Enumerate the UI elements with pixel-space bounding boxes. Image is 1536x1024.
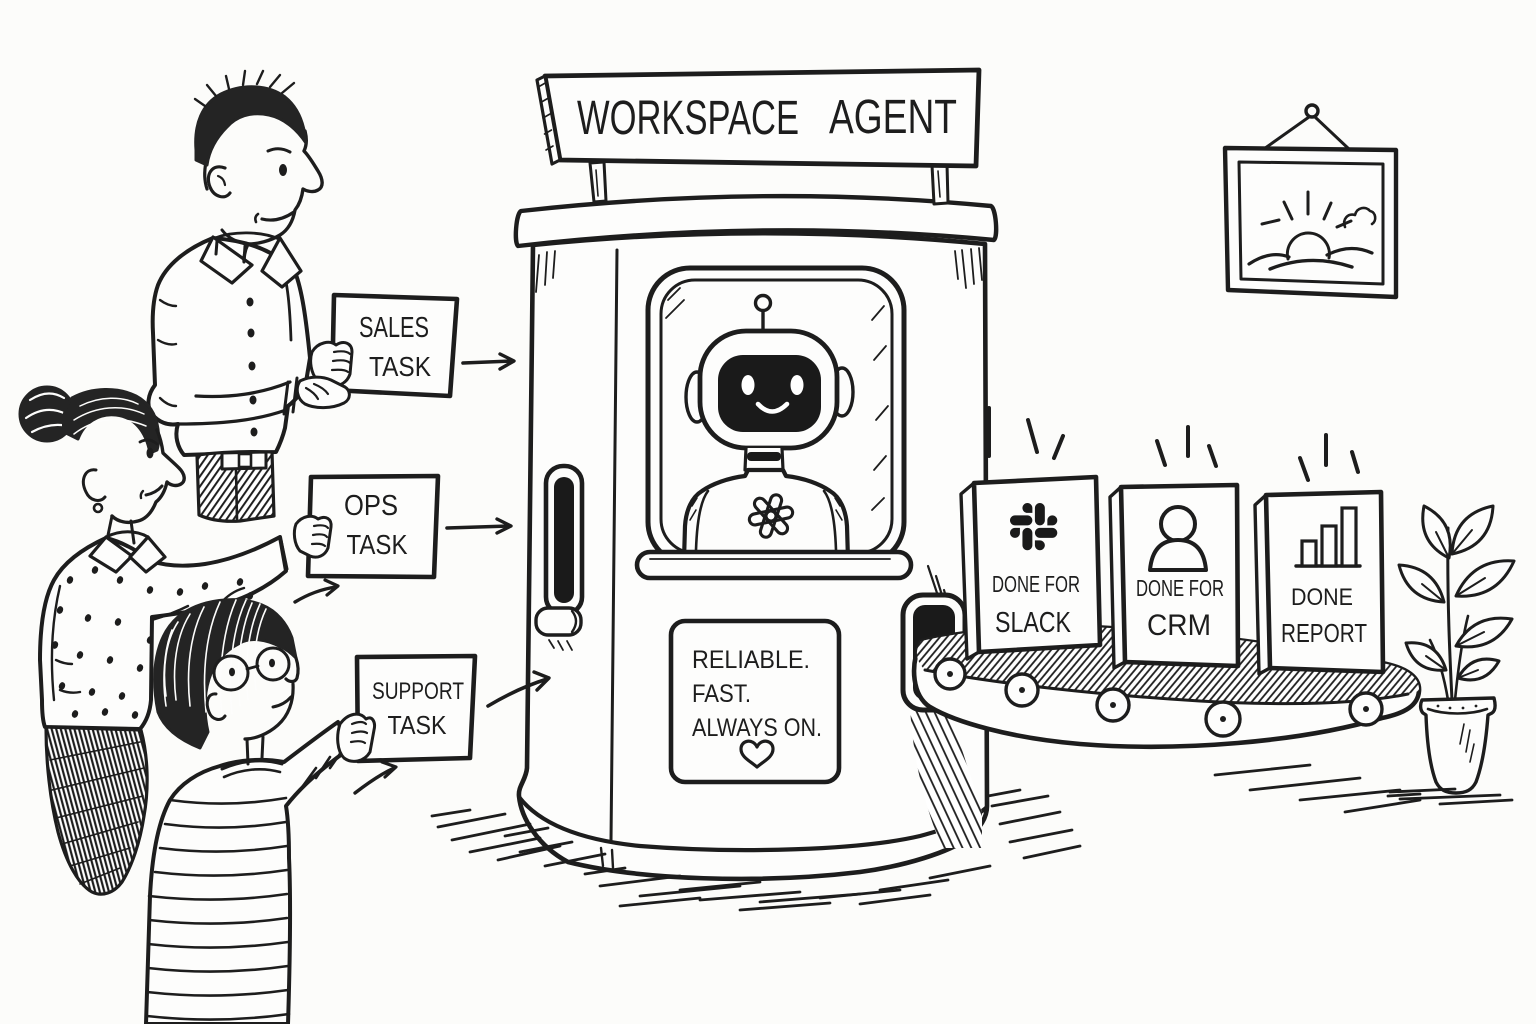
svg-text:AGENT: AGENT: [829, 91, 957, 144]
svg-text:TASK: TASK: [369, 351, 431, 382]
svg-text:DONE: DONE: [1291, 584, 1353, 611]
svg-text:CRM: CRM: [1147, 609, 1211, 642]
svg-text:SALES: SALES: [359, 312, 429, 344]
svg-text:OPS: OPS: [344, 490, 398, 522]
svg-text:SUPPORT: SUPPORT: [372, 678, 464, 705]
svg-text:REPORT: REPORT: [1281, 618, 1367, 648]
svg-text:SLACK: SLACK: [995, 607, 1072, 639]
svg-text:FAST.: FAST.: [692, 680, 751, 708]
svg-text:WORKSPACE: WORKSPACE: [577, 92, 799, 145]
svg-text:DONE FOR: DONE FOR: [1136, 575, 1224, 601]
svg-text:ALWAYS ON.: ALWAYS ON.: [692, 714, 822, 742]
svg-text:DONE FOR: DONE FOR: [992, 571, 1080, 597]
svg-text:RELIABLE.: RELIABLE.: [692, 646, 810, 674]
svg-text:TASK: TASK: [347, 529, 408, 560]
svg-text:TASK: TASK: [388, 710, 448, 740]
